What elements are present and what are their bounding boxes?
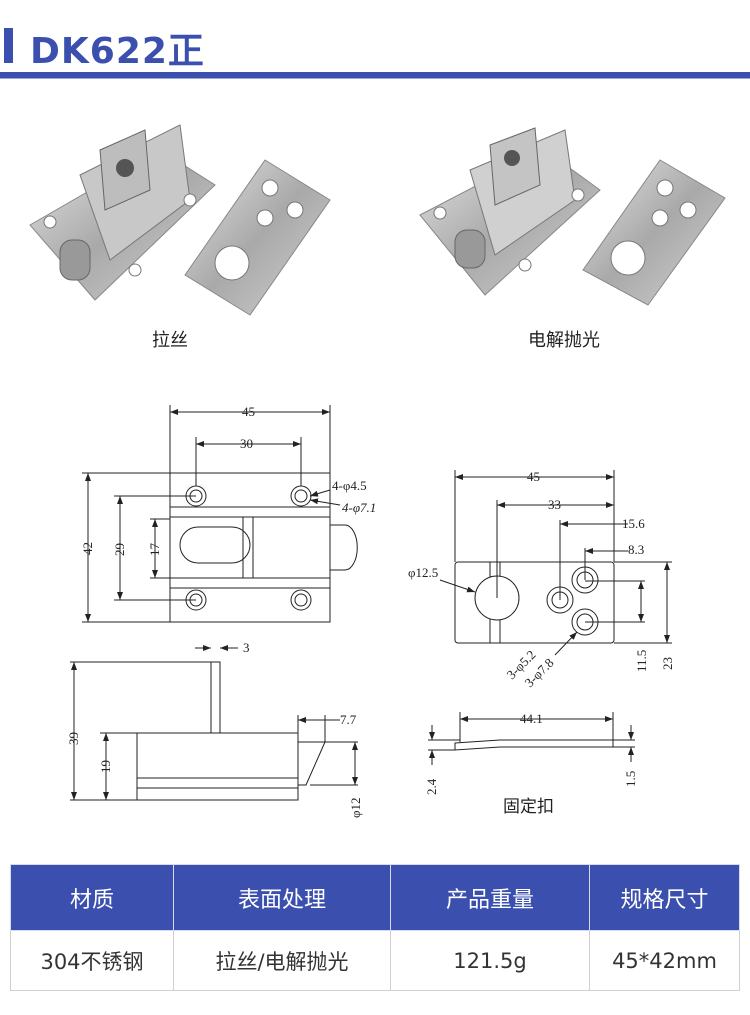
cell-weight: 121.5g xyxy=(390,930,590,991)
clip-caption: 固定扣 xyxy=(503,797,554,816)
header-size: 规格尺寸 xyxy=(589,864,740,931)
dim-hole-outer: 4-φ7.1 xyxy=(342,500,376,515)
header-material: 材质 xyxy=(10,864,174,931)
header-divider xyxy=(0,72,750,79)
dim-hole-offset-2: 8.3 xyxy=(628,542,644,557)
page-title: DK622正 xyxy=(30,31,205,72)
dim-big-hole-offset: 33 xyxy=(548,497,561,512)
table-header-row: 材质 表面处理 产品重量 规格尺寸 xyxy=(10,864,740,931)
table-row: 304不锈钢 拉丝/电解抛光 121.5g 45*42mm xyxy=(10,930,740,991)
dim-hole-offset-1: 15.6 xyxy=(622,516,645,531)
dim-cam: 7.7 xyxy=(340,712,357,727)
dim-big-hole: φ12.5 xyxy=(408,565,438,580)
front-view-drawing xyxy=(82,405,358,623)
dim-stem: 3 xyxy=(243,640,250,655)
photo-caption-brushed: 拉丝 xyxy=(152,330,188,351)
dim-clip-length: 44.1 xyxy=(520,711,543,726)
cell-size: 45*42mm xyxy=(589,930,740,991)
photo-caption-polished: 电解抛光 xyxy=(528,330,600,351)
dim-plate-width: 45 xyxy=(527,469,540,484)
dim-body-height: 19 xyxy=(98,760,113,773)
dim-plate-height: 23 xyxy=(660,657,675,670)
dim-bolt-dia: φ12 xyxy=(348,797,363,818)
dim-clip-left: 2.4 xyxy=(424,778,439,795)
cell-finish: 拉丝/电解抛光 xyxy=(173,930,391,991)
dim-clip-right: 1.5 xyxy=(623,771,638,787)
dim-width: 45 xyxy=(242,404,255,419)
clip-labels: 44.1 2.4 1.5 固定扣 xyxy=(424,711,638,816)
side-view-drawing xyxy=(70,645,358,801)
cell-material: 304不锈钢 xyxy=(10,930,174,991)
plate-labels: 45 33 15.6 8.3 φ12.5 3-φ5.2 3-φ7.8 11.5 … xyxy=(408,469,675,690)
front-view-labels: 45 30 4-φ4.5 4-φ7.1 42 29 17 xyxy=(80,404,376,556)
product-photo-polished xyxy=(419,127,726,306)
dim-hole-spacing: 30 xyxy=(240,436,253,451)
spec-table: 材质 表面处理 产品重量 规格尺寸 304不锈钢 拉丝/电解抛光 121.5g … xyxy=(10,864,740,991)
side-view-labels: 3 39 19 7.7 φ12 xyxy=(66,640,363,818)
title-accent-bar xyxy=(4,28,13,63)
header-weight: 产品重量 xyxy=(390,864,590,931)
dim-plate-hole-vertical: 11.5 xyxy=(634,650,649,672)
plate-drawing xyxy=(439,470,672,656)
dim-hole-vertical: 29 xyxy=(112,543,127,556)
clip-drawing xyxy=(428,712,635,765)
dim-slot: 17 xyxy=(147,543,162,557)
dim-height: 42 xyxy=(80,542,95,555)
header-finish: 表面处理 xyxy=(173,864,391,931)
dim-total-height: 39 xyxy=(66,732,81,745)
product-photo-brushed xyxy=(29,124,331,316)
dim-hole-inner: 4-φ4.5 xyxy=(332,478,367,493)
